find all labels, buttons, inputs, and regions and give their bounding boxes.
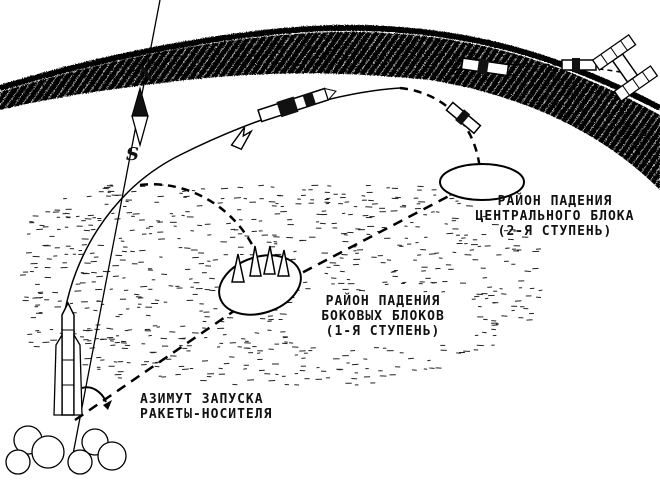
upper-stage-icon	[460, 57, 510, 77]
ground-dash	[469, 249, 475, 251]
ground-dash	[257, 352, 261, 354]
ground-dash	[140, 285, 148, 288]
ground-dash	[511, 309, 515, 312]
side-blocks-impact-zone	[218, 254, 302, 316]
ground-dash	[524, 270, 531, 272]
ground-dash	[427, 359, 431, 362]
ground-dash	[343, 234, 348, 236]
ground-dash	[160, 337, 168, 340]
side-blocks-label: РАЙОН ПАДЕНИЯ БОКОВЫХ БЛОКОВ (1-Я СТУПЕН…	[298, 294, 468, 339]
ground-dash	[106, 185, 114, 187]
central-block-line-2: ЦЕНТРАЛЬНОГО БЛОКА	[475, 209, 635, 224]
ground-dash	[324, 272, 329, 275]
ground-dash	[457, 202, 461, 205]
ground-dash	[111, 212, 115, 215]
ground-dash	[428, 253, 436, 255]
ground-dash	[110, 344, 116, 346]
side-blocks-line-2: БОКОВЫХ БЛОКОВ	[321, 309, 445, 324]
ground-dash	[181, 368, 189, 370]
ground-dash	[233, 197, 241, 199]
compass-north-label: N	[138, 64, 155, 85]
ground-dash	[148, 334, 152, 337]
central-stage-icon	[445, 101, 482, 135]
ground-dash	[157, 221, 163, 223]
rocket-in-flight-icon	[230, 87, 337, 151]
ground-dash	[189, 278, 193, 280]
ground-dash	[107, 191, 112, 193]
earth-horizon	[0, 31, 660, 190]
compass-south-label: S	[126, 144, 139, 165]
ground-dash	[102, 187, 109, 190]
ground-dash	[83, 229, 90, 232]
ground-dash	[361, 195, 366, 197]
azimuth-arrow-head	[103, 400, 112, 410]
ground-dash	[181, 214, 185, 217]
ground-dash	[46, 258, 52, 260]
azimuth-arc	[81, 386, 107, 403]
ground-dash	[408, 357, 414, 360]
ground-dash	[438, 257, 443, 259]
ground-dash	[184, 247, 191, 249]
azimuth-line-2: РАКЕТЫ-НОСИТЕЛЯ	[140, 407, 273, 422]
ground-dash	[368, 199, 374, 202]
ground-dash	[538, 289, 543, 292]
ground-dash	[168, 285, 174, 287]
ground-dash	[501, 293, 507, 295]
side-blocks-fall-path	[139, 183, 257, 251]
ground-dash	[267, 329, 272, 331]
ground-dash	[514, 300, 522, 302]
ground-dash	[247, 379, 255, 381]
ground-dash	[69, 302, 74, 305]
ground-dash	[451, 217, 459, 220]
ground-dash	[145, 314, 151, 317]
ground-dash	[29, 221, 34, 223]
side-boosters-icon	[231, 245, 290, 283]
central-block-line-3: (2-Я СТУПЕНЬ)	[497, 224, 613, 239]
central-block-line-1: РАЙОН ПАДЕНИЯ	[497, 194, 613, 209]
azimuth-label: АЗИМУТ ЗАПУСКА РАКЕТЫ-НОСИТЕЛЯ	[140, 392, 272, 422]
exhaust-clouds	[5, 425, 127, 475]
meridian-line	[69, 0, 161, 471]
ground-dash	[65, 216, 71, 218]
side-blocks-line-1: РАЙОН ПАДЕНИЯ	[325, 294, 441, 309]
azimuth-line-1: АЗИМУТ ЗАПУСКА	[140, 392, 264, 407]
ground-dash	[74, 290, 82, 292]
side-blocks-line-3: (1-Я СТУПЕНЬ)	[325, 324, 441, 339]
ground-dash	[209, 277, 215, 280]
ground-dash	[212, 259, 218, 261]
ground-dash	[182, 190, 186, 192]
rocket-on-pad-icon	[53, 301, 83, 416]
ground-dash	[452, 251, 457, 254]
ground-dash	[36, 228, 44, 231]
ground-dash	[96, 275, 104, 278]
compass-needle-icon	[131, 86, 149, 148]
ground-dash	[90, 252, 95, 254]
ground-dash	[84, 218, 92, 220]
central-block-label: РАЙОН ПАДЕНИЯ ЦЕНТРАЛЬНОГО БЛОКА (2-Я СТ…	[452, 194, 658, 239]
ground-dash	[243, 197, 248, 200]
ground-dash	[112, 275, 119, 277]
ground-dash	[501, 315, 508, 317]
ground-dash	[482, 331, 487, 334]
ground-dash	[303, 281, 308, 284]
ground-dash	[331, 277, 337, 279]
ground-dash	[154, 299, 160, 301]
spacecraft-icon	[591, 33, 659, 103]
ground-dash	[91, 271, 97, 274]
ground-dash	[431, 211, 435, 213]
ground-dash	[226, 222, 231, 225]
ground-dash	[89, 347, 96, 349]
central-block-impact-zone	[439, 163, 525, 201]
upper-stage-2-icon	[561, 58, 597, 72]
flight-path	[61, 87, 401, 331]
